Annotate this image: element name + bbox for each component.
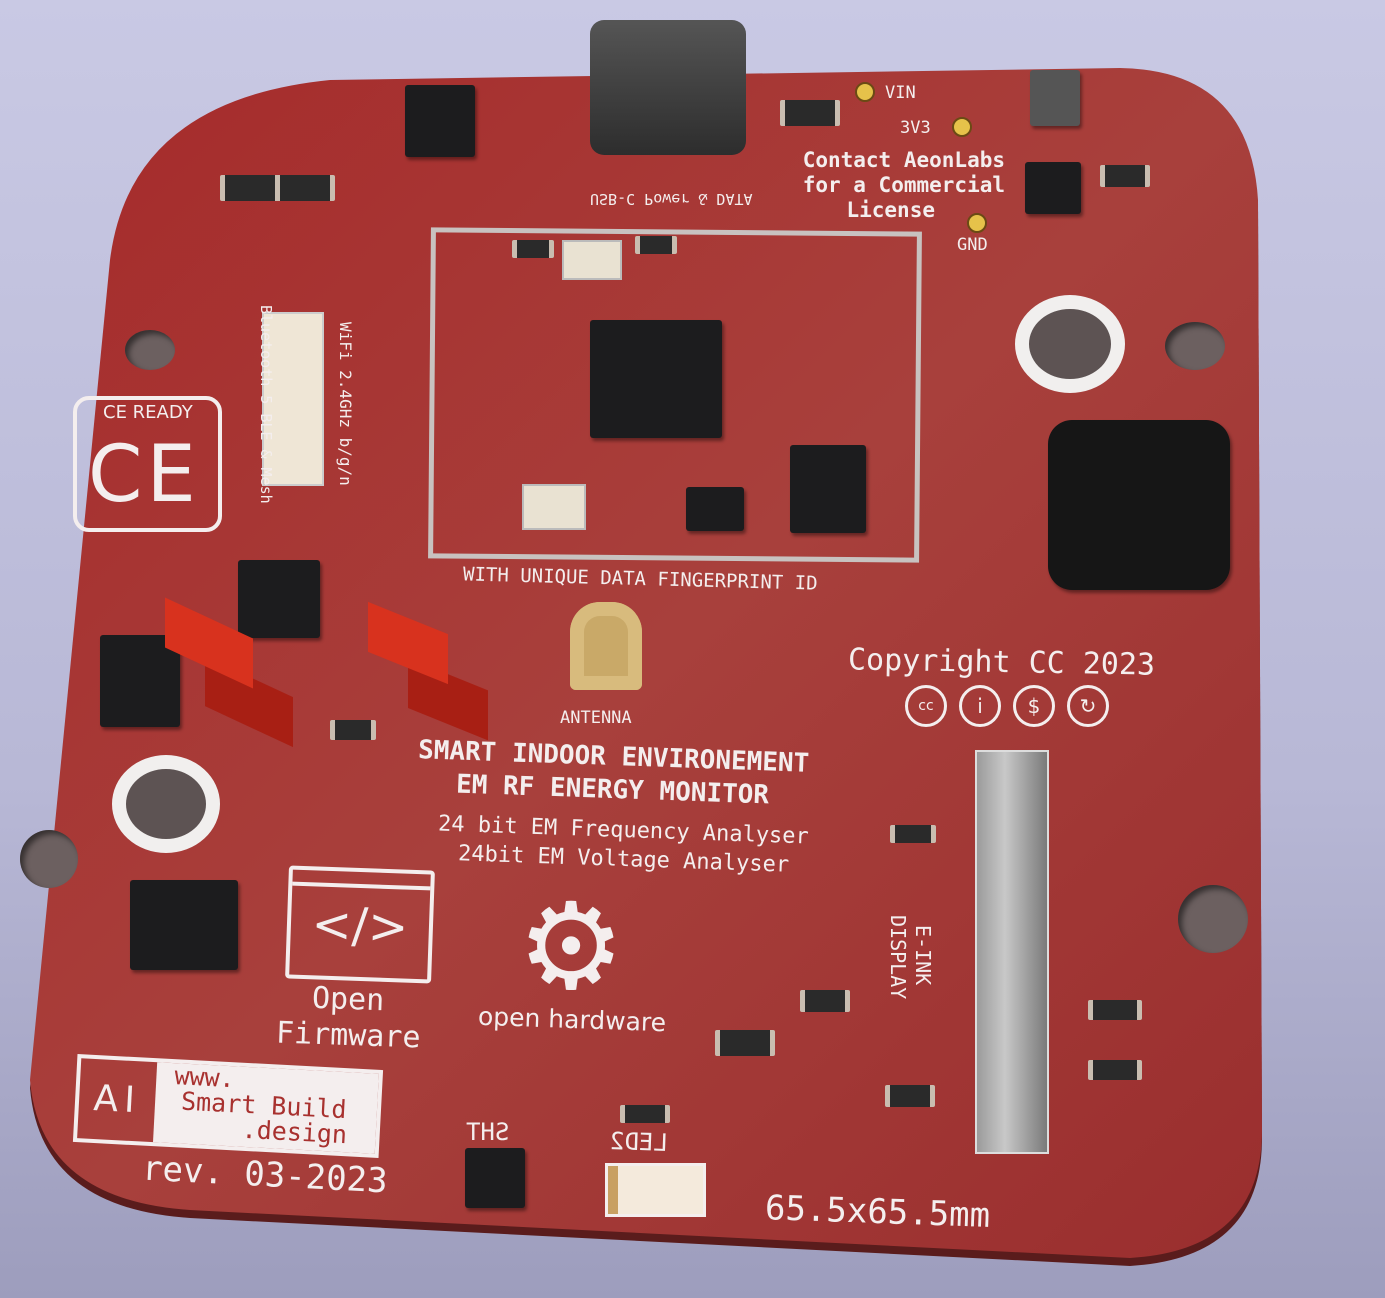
cc-icon: cc bbox=[905, 685, 947, 727]
smd-component bbox=[800, 990, 850, 1012]
smd-component bbox=[1088, 1060, 1142, 1080]
display-label-1: E-INK bbox=[911, 925, 935, 986]
ce-ready-label: CE READY bbox=[103, 402, 193, 423]
ce-mark: CE bbox=[88, 430, 200, 520]
cc-license-icons: cc i $ ↻ bbox=[905, 685, 1109, 727]
smd-component bbox=[780, 100, 840, 126]
nc-icon: $ bbox=[1013, 685, 1055, 727]
ic-regulator bbox=[1025, 162, 1081, 214]
smd-component bbox=[512, 240, 554, 258]
e-ink-connector bbox=[975, 750, 1049, 1154]
ic-top-soic bbox=[405, 85, 475, 157]
smd-component bbox=[620, 1105, 670, 1123]
ic-soic-right bbox=[790, 445, 866, 533]
sht-sensor bbox=[465, 1148, 525, 1208]
vin-label: VIN bbox=[885, 83, 916, 103]
license-line-1: Contact AeonLabs bbox=[802, 148, 1005, 172]
usb-c-connector bbox=[590, 20, 746, 155]
mounting-hole bbox=[20, 830, 78, 888]
smd-component bbox=[715, 1030, 775, 1056]
smd-component bbox=[1088, 1000, 1142, 1020]
mounting-hole bbox=[1165, 322, 1225, 370]
dimensions-label: 65.5x65.5mm bbox=[764, 1188, 991, 1236]
led2-label: LED2 bbox=[609, 1127, 669, 1157]
crystal bbox=[522, 484, 586, 530]
ic-left-2 bbox=[100, 635, 180, 727]
bluetooth-label: Bluetooth 5 BLE & Mesh bbox=[257, 305, 275, 504]
mounting-hole bbox=[1178, 885, 1248, 953]
logo-ai: AI bbox=[92, 1077, 142, 1122]
copyright-label: Copyright CC 2023 bbox=[847, 642, 1156, 683]
by-icon: i bbox=[959, 685, 1001, 727]
smd-component bbox=[330, 720, 376, 740]
3v3-label: 3V3 bbox=[900, 118, 931, 138]
inductor bbox=[1030, 70, 1080, 126]
vin-pad bbox=[855, 82, 875, 102]
mounting-hole-plated bbox=[112, 755, 220, 853]
gnd-pad bbox=[967, 213, 987, 233]
display-label-2: DISPLAY bbox=[886, 915, 910, 1000]
smd-component bbox=[885, 1085, 935, 1107]
smd-component bbox=[635, 236, 677, 254]
antenna-module bbox=[262, 312, 324, 486]
smd-component bbox=[1100, 165, 1150, 187]
ic-left-3 bbox=[130, 880, 238, 970]
gnd-label: GND bbox=[957, 235, 988, 255]
antenna-connector bbox=[570, 602, 642, 690]
open-hardware-gear-icon: ⚙ bbox=[517, 878, 625, 1017]
sht-label: SHT bbox=[466, 1118, 510, 1146]
license-notice: Contact AeonLabs for a Commercial Licens… bbox=[765, 148, 1005, 223]
license-line-3: License bbox=[846, 198, 935, 222]
ic-left-1 bbox=[238, 560, 320, 638]
license-line-2: for a Commercial bbox=[802, 173, 1005, 197]
smd-component bbox=[890, 825, 936, 843]
mcu-qfn bbox=[590, 320, 722, 438]
sa-icon: ↻ bbox=[1067, 685, 1109, 727]
smd-component bbox=[220, 175, 280, 201]
open-firmware-line-1: Open bbox=[311, 980, 385, 1019]
wifi-label: WiFi 2.4GHz b/g/n bbox=[336, 322, 355, 486]
open-firmware-line-2: Firmware bbox=[275, 1015, 422, 1056]
mounting-hole-plated bbox=[1015, 295, 1125, 393]
antenna-label: ANTENNA bbox=[560, 708, 632, 728]
buzzer bbox=[1048, 420, 1230, 590]
3v3-pad bbox=[952, 117, 972, 137]
smd-component bbox=[275, 175, 335, 201]
smart-build-logo: AI www. Smart Build .design bbox=[72, 1054, 384, 1158]
led2 bbox=[605, 1163, 706, 1217]
crystal bbox=[562, 240, 622, 280]
usb-label: USB-C Power & DATA bbox=[590, 190, 753, 208]
ic-small bbox=[686, 487, 744, 531]
mounting-hole bbox=[125, 330, 175, 370]
open-firmware-icon: </> bbox=[285, 865, 435, 984]
